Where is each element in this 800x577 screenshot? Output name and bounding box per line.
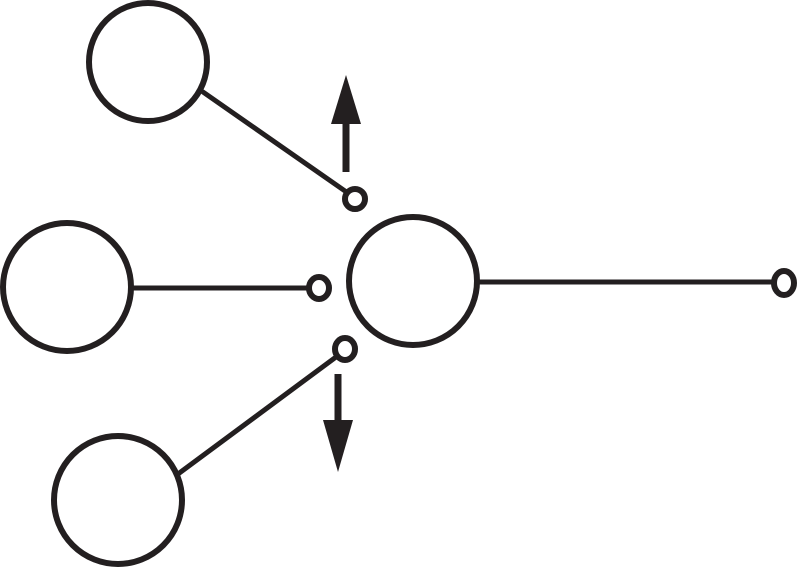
axon-bottom xyxy=(175,354,339,477)
input-neuron-bottom xyxy=(51,433,185,567)
axon-top xyxy=(200,89,348,194)
target-neuron xyxy=(346,214,480,348)
terminal-bottom xyxy=(332,335,358,363)
arrow-down-icon xyxy=(323,420,353,472)
input-neuron-middle xyxy=(0,220,134,354)
input-neuron-top xyxy=(86,0,210,124)
terminal-middle xyxy=(306,274,332,302)
terminal-output xyxy=(771,268,797,298)
arrow-up-icon xyxy=(331,75,361,124)
terminal-top xyxy=(342,186,368,212)
